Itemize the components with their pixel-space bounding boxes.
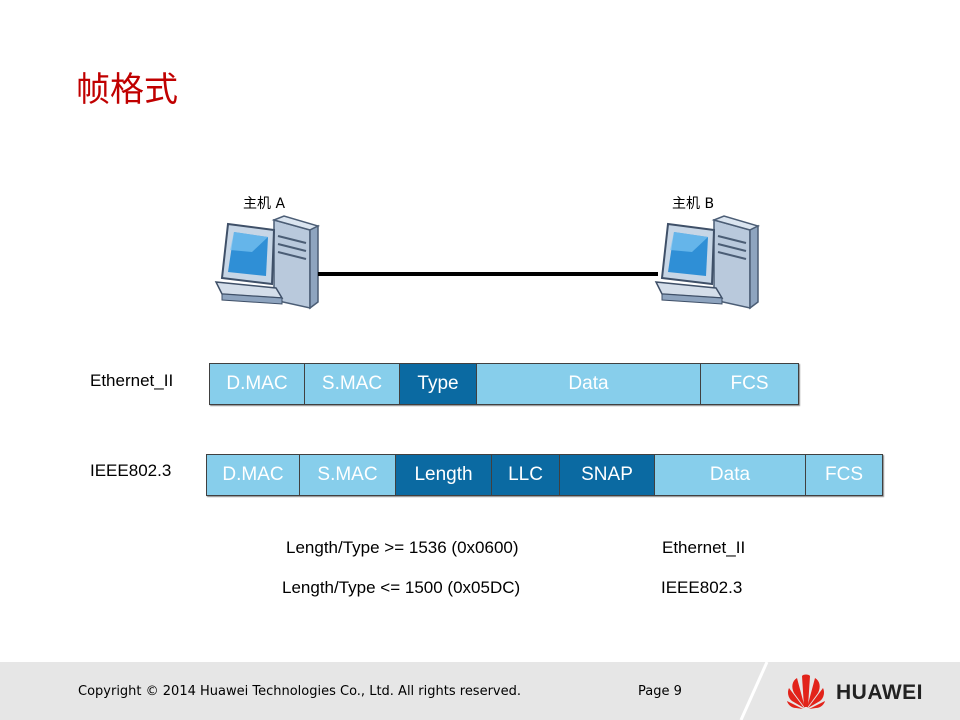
ethernet-ii-field-fcs: FCS xyxy=(701,364,798,404)
ieee8023-field-snap: SNAP xyxy=(560,455,655,495)
rule-condition-2: Length/Type <= 1500 (0x05DC) xyxy=(282,578,521,597)
ieee8023-field-llc: LLC xyxy=(492,455,560,495)
ieee8023-field-fcs: FCS xyxy=(806,455,882,495)
host-b-computer-icon xyxy=(654,215,761,310)
ethernet-ii-field-smac: S.MAC xyxy=(305,364,400,404)
huawei-brand-text: HUAWEI xyxy=(836,681,923,704)
huawei-logo-icon xyxy=(787,674,825,709)
ethernet-ii-frame: D.MAC S.MAC Type Data FCS xyxy=(209,363,799,405)
ieee8023-label: IEEE802.3 xyxy=(90,461,172,480)
ieee8023-field-data: Data xyxy=(655,455,806,495)
ieee8023-field-smac: S.MAC xyxy=(300,455,396,495)
rule-condition-1: Length/Type >= 1536 (0x0600) xyxy=(286,538,519,557)
copyright-text: Copyright © 2014 Huawei Technologies Co.… xyxy=(78,684,522,699)
page-title: 帧格式 xyxy=(76,70,178,110)
host-b-label: 主机 B xyxy=(672,196,715,212)
rule-result-2: IEEE802.3 xyxy=(661,578,743,597)
ethernet-ii-field-dmac: D.MAC xyxy=(210,364,305,404)
host-a-label: 主机 A xyxy=(243,196,286,212)
network-link-line xyxy=(318,272,658,276)
page-number: Page 9 xyxy=(638,684,682,699)
ethernet-ii-field-type: Type xyxy=(400,364,477,404)
ethernet-ii-label: Ethernet_II xyxy=(90,371,174,390)
ethernet-ii-field-data: Data xyxy=(477,364,701,404)
ieee8023-field-dmac: D.MAC xyxy=(207,455,300,495)
footer-divider-slash xyxy=(739,662,769,720)
host-a-computer-icon xyxy=(214,215,321,310)
ieee8023-field-length: Length xyxy=(396,455,492,495)
ieee8023-frame: D.MAC S.MAC Length LLC SNAP Data FCS xyxy=(206,454,883,496)
rule-result-1: Ethernet_II xyxy=(662,538,746,557)
